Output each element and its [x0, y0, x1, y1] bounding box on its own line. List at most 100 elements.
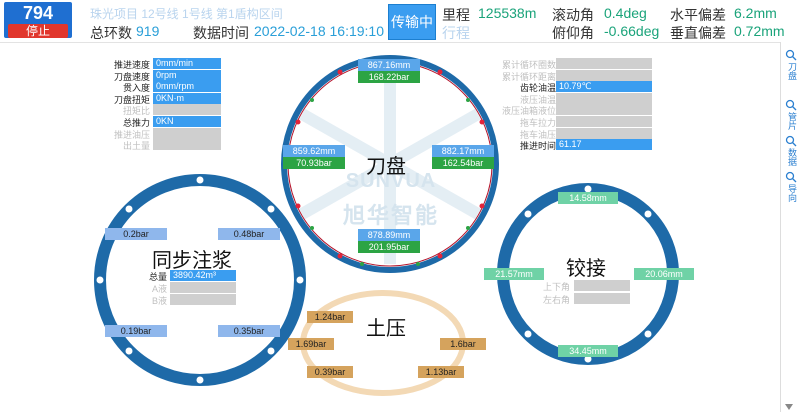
data-time-value: 2022-02-18 16:19:10	[254, 23, 384, 39]
cutter-bottom-pressure: 201.95bar	[358, 241, 420, 253]
right-param-value: 61.17	[556, 139, 652, 151]
right-param-value	[556, 58, 652, 69]
watermark-en: SUNVUA	[345, 170, 437, 192]
horizontal-deviation-label: 水平偏差	[670, 7, 726, 23]
roll-angle-value: 0.4deg	[604, 5, 647, 21]
ring-number-box: 794 停止	[4, 2, 72, 38]
right-param-value	[556, 92, 652, 104]
mileage-label: 里程	[442, 7, 470, 23]
grouting-total-value: 3890.42m³	[170, 270, 236, 281]
grouting-top-left-pressure: 0.2bar	[105, 228, 167, 240]
left-param-value: 0KN	[153, 116, 221, 127]
grouting-top-right-pressure: 0.48bar	[218, 228, 280, 240]
vertical-deviation-label: 垂直偏差	[670, 25, 726, 41]
cutter-left-pressure: 70.93bar	[283, 157, 345, 169]
articulation-title: 铰接	[566, 258, 606, 280]
right-sidebar: 刀盘 管片 数据 导向	[780, 42, 800, 412]
grouting-ring	[94, 174, 306, 386]
articulation-lr-label: 左右角	[542, 295, 570, 305]
left-param-value	[153, 139, 221, 151]
cutter-left-distance: 859.62mm	[283, 145, 345, 157]
transfer-status-button[interactable]: 传输中	[388, 4, 436, 40]
horizontal-deviation-value: 6.2mm	[734, 5, 777, 21]
search-icon[interactable]	[785, 134, 797, 147]
right-param-label: 推进时间	[519, 141, 556, 152]
search-icon[interactable]	[785, 98, 797, 111]
project-name: 珠光项目 12号线 1号线 第1盾构区间	[90, 7, 283, 21]
articulation-ud-value	[574, 280, 630, 291]
earth-mid-left-pressure: 1.69bar	[288, 338, 334, 350]
right-param-label: 齿轮油温	[519, 83, 556, 94]
roll-angle-label: 滚动角	[552, 7, 594, 23]
left-param-value: 0KN·m	[153, 92, 221, 104]
right-param-label: 拖车油压	[519, 129, 556, 140]
cutter-bottom-distance: 878.89mm	[358, 229, 420, 241]
header-bar: 794 停止 珠光项目 12号线 1号线 第1盾构区间 总环数 919 数据时间…	[0, 0, 800, 43]
stop-status-button[interactable]: 停止	[8, 24, 68, 38]
search-icon[interactable]	[785, 170, 797, 183]
right-param-label: 拖车拉力	[519, 118, 556, 128]
left-param-label: 贯入度	[122, 83, 150, 94]
sidebar-item-data[interactable]: 数据	[787, 148, 797, 166]
left-param-value: 0rpm	[153, 69, 221, 81]
earth-bottom-left-pressure: 0.39bar	[307, 366, 353, 378]
grouting-a-label: A液	[151, 284, 167, 294]
left-param-label: 总推力	[122, 118, 150, 128]
left-param-value	[153, 127, 221, 139]
earth-bottom-right-pressure: 1.13bar	[418, 366, 464, 378]
sidebar-item-guidance[interactable]: 导向	[787, 184, 797, 202]
earth-top-left-pressure: 1.24bar	[307, 311, 353, 323]
right-param-value	[556, 69, 652, 81]
left-param-value	[153, 104, 221, 116]
cutter-top-pressure: 168.22bar	[358, 71, 420, 83]
ring-number: 794	[22, 3, 54, 23]
left-param-label: 刀盘速度	[113, 71, 150, 82]
cutterhead-title: 刀盘	[366, 156, 406, 178]
articulation-top-stroke: 14.58mm	[558, 192, 618, 204]
sidebar-item-segment[interactable]: 管片	[787, 112, 797, 130]
cutter-right-pressure: 162.54bar	[432, 157, 494, 169]
itinerary-label: 行程	[442, 25, 470, 41]
right-param-label: 累计循环圈数	[501, 60, 556, 70]
grouting-title: 同步注浆	[152, 250, 232, 272]
grouting-total-label: 总量	[148, 272, 167, 282]
left-param-label: 推进油压	[113, 129, 150, 140]
right-param-label: 累计循环距离	[501, 71, 556, 82]
earth-pressure-title: 土压	[366, 318, 406, 340]
cutter-right-distance: 882.17mm	[432, 145, 494, 157]
right-param-label: 液压油箱液位	[501, 106, 556, 117]
grouting-bottom-right-pressure: 0.35bar	[218, 325, 280, 337]
left-param-value: 0mm/rpm	[153, 81, 221, 93]
sidebar-item-cutterhead[interactable]: 刀盘	[787, 62, 797, 80]
grouting-b-label: B液	[151, 296, 167, 306]
left-param-label: 出土量	[122, 141, 150, 152]
grouting-a-value	[170, 282, 236, 293]
mileage-value: 125538m	[478, 5, 537, 21]
grouting-b-value	[170, 294, 236, 305]
pitch-angle-label: 俯仰角	[552, 25, 594, 41]
vertical-deviation-value: 0.72mm	[734, 23, 785, 39]
total-rings-value: 919	[136, 23, 160, 39]
right-param-label: 液压油温	[519, 94, 556, 105]
left-param-label: 推进速度	[113, 60, 150, 70]
cutter-top-distance: 867.16mm	[358, 59, 420, 71]
right-param-value	[556, 104, 652, 116]
articulation-lr-value	[574, 293, 630, 304]
right-param-value	[556, 116, 652, 127]
earth-mid-right-pressure: 1.6bar	[440, 338, 486, 350]
pitch-angle-value: -0.66deg	[604, 23, 660, 39]
search-icon[interactable]	[785, 48, 797, 61]
articulation-bottom-stroke: 34.45mm	[558, 345, 618, 357]
scroll-down-arrow-icon[interactable]	[784, 398, 794, 410]
articulation-ud-label: 上下角	[542, 282, 570, 292]
articulation-left-stroke: 21.57mm	[484, 268, 544, 280]
data-time-label: 数据时间	[193, 25, 249, 41]
right-param-value: 10.79℃	[556, 81, 652, 93]
left-param-label: 扭矩比	[122, 106, 150, 117]
total-rings-label: 总环数	[90, 25, 132, 41]
right-param-value	[556, 127, 652, 139]
grouting-bottom-left-pressure: 0.19bar	[105, 325, 167, 337]
watermark-cn: 旭华智能	[342, 203, 439, 228]
left-param-label: 刀盘扭矩	[113, 94, 150, 105]
articulation-right-stroke: 20.06mm	[634, 268, 694, 280]
